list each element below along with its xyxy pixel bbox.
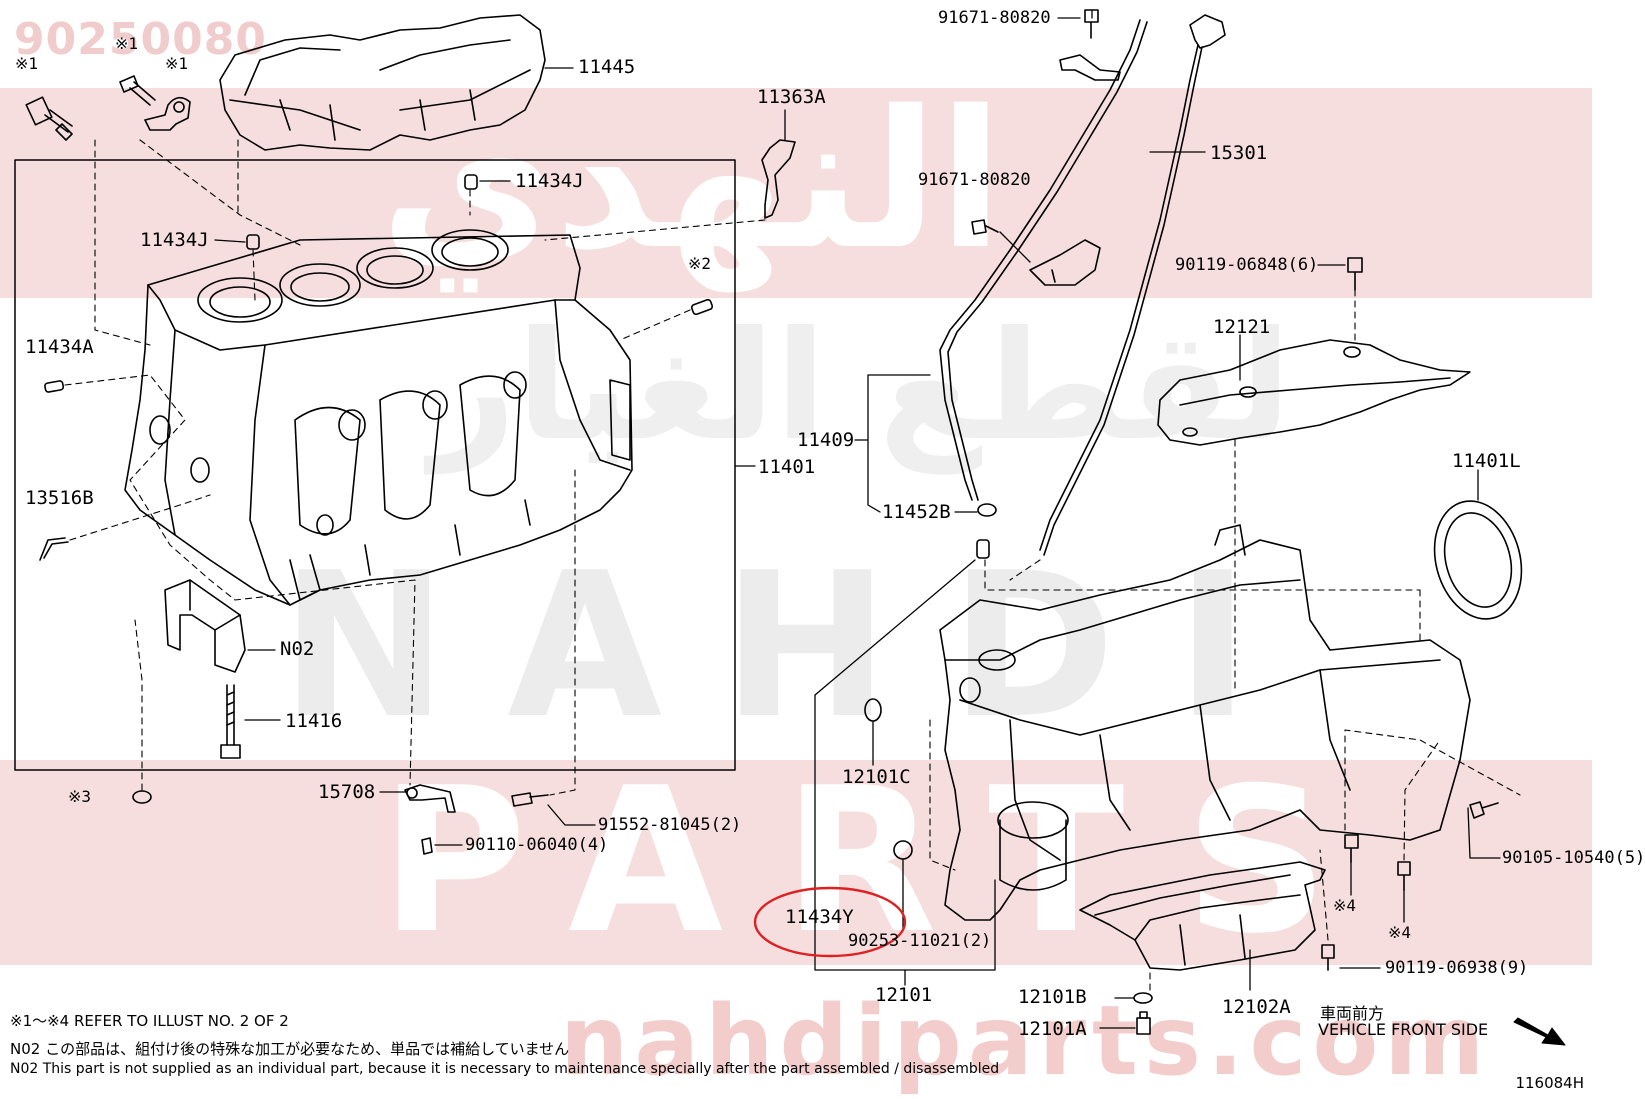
mark-ref-4-right: ※4 <box>1388 923 1412 942</box>
watermark-arabic-2: لقطع الغيار <box>430 300 1292 474</box>
callout-90119-06848: 90119-06848(6) <box>1175 255 1319 275</box>
parts-diagram: 90250080 النهدي لقطع الغيار NAHDI PARTS … <box>0 8 1645 1097</box>
callout-11401l: 11401L <box>1452 450 1521 472</box>
cylinder-block-drawing <box>124 229 633 606</box>
drain-washer-drawing <box>1133 992 1153 1004</box>
callout-12102a: 12102A <box>1222 996 1291 1018</box>
callout-90110: 90110-06040(4) <box>465 835 609 855</box>
callout-90253: 90253-11021(2) <box>848 931 992 951</box>
watermark-parts: PARTS <box>380 745 1389 978</box>
nut-drawing <box>132 790 152 804</box>
callout-11363a: 11363A <box>757 86 826 108</box>
callout-15301: 15301 <box>1210 142 1268 164</box>
callout-12101: 12101 <box>875 984 933 1006</box>
oil-pan-upper-drawing <box>939 524 1471 921</box>
misc-bolt-drawings <box>421 9 1499 971</box>
o-ring-drawing <box>977 503 997 517</box>
bearing-cap-drawing <box>164 579 246 673</box>
callout-15708: 15708 <box>318 781 376 803</box>
callout-12101a: 12101A <box>1018 1018 1087 1040</box>
watermark-band-top <box>0 88 1592 298</box>
callout-12121: 12121 <box>1213 316 1271 338</box>
callout-11445: 11445 <box>578 56 636 78</box>
note-n02-jp: N02 この部品は、組付け後の特殊な加工が必要なため、単品では補給していません <box>10 1040 570 1058</box>
front-label-en: VEHICLE FRONT SIDE <box>1318 1020 1489 1039</box>
arrow-down-right-icon <box>1513 1017 1566 1046</box>
oil-pan-lower-drawing <box>1079 861 1326 971</box>
oil-seal-drawing <box>1433 500 1523 620</box>
highlight-ellipse <box>753 886 907 958</box>
illustration-code: 116084H <box>1515 1074 1584 1092</box>
callout-13516b: 13516B <box>25 487 94 509</box>
callout-91671-top: 91671-80820 <box>938 8 1051 28</box>
callout-11434a: 11434A <box>25 336 94 358</box>
leader-lines <box>214 9 1501 1029</box>
note-n02-en: N02 This part is not supplied as an indi… <box>10 1061 1000 1077</box>
bolt-top-drawing <box>119 75 156 106</box>
knock-sensor-drawing <box>25 96 73 141</box>
dowel-pin-drawings <box>44 174 714 393</box>
wire-bracket-drawing <box>761 139 796 219</box>
group-frame <box>14 159 736 771</box>
alignment-lines <box>64 139 1521 991</box>
watermark-part-number: 90250080 <box>14 14 267 65</box>
callout-91671-mid: 91671-80820 <box>918 170 1031 190</box>
oil-baffle-drawing <box>1157 339 1471 446</box>
callout-12101c: 12101C <box>842 766 911 788</box>
bracket-top-drawing <box>144 96 191 131</box>
drain-plug-drawing <box>1136 1011 1151 1035</box>
watermark-url: nahdiparts.com <box>560 985 1491 1097</box>
mark-ref-3: ※3 <box>68 787 92 806</box>
callout-11434y: 11434Y <box>785 906 854 928</box>
gasket-drawing <box>864 698 882 722</box>
front-label-jp: 車両前方 <box>1320 1004 1385 1023</box>
callout-91552: 91552-81045(2) <box>598 815 742 835</box>
dowel-drawing <box>976 539 990 559</box>
callout-11401: 11401 <box>758 456 816 478</box>
mark-ref-1-bolt: ※1 <box>115 34 139 53</box>
mark-ref-1-knock: ※1 <box>15 54 39 73</box>
exploded-view-drawing <box>14 9 1566 1046</box>
mark-ref-1-bracket: ※1 <box>165 54 189 73</box>
main-bolt-drawing <box>220 684 241 759</box>
callout-11416: 11416 <box>285 710 343 732</box>
dipstick-guide-drawing <box>939 19 1148 501</box>
watermark-band-bottom <box>0 760 1592 965</box>
callout-11434j-left: 11434J <box>140 229 209 251</box>
dipstick-drawing <box>1039 14 1226 556</box>
callout-11452b: 11452B <box>882 501 951 523</box>
oil-jet-drawing <box>404 784 456 813</box>
block-insulator-drawing <box>219 14 546 151</box>
callout-90119-06938: 90119-06938(9) <box>1385 958 1529 978</box>
callout-n02: N02 <box>280 638 315 660</box>
callout-11434j-upper: 11434J <box>515 170 584 192</box>
note-refer: ※1～※4 REFER TO ILLUST NO. 2 OF 2 <box>10 1012 289 1030</box>
plug-drawing <box>893 840 913 860</box>
mark-ref-2: ※2 <box>688 254 712 273</box>
callout-11409: 11409 <box>797 429 855 451</box>
mark-ref-4-left: ※4 <box>1333 896 1357 915</box>
callout-12101b: 12101B <box>1018 986 1087 1008</box>
callout-90105: 90105-10540(5) <box>1502 848 1645 868</box>
oil-nozzle-drawing <box>39 537 69 561</box>
